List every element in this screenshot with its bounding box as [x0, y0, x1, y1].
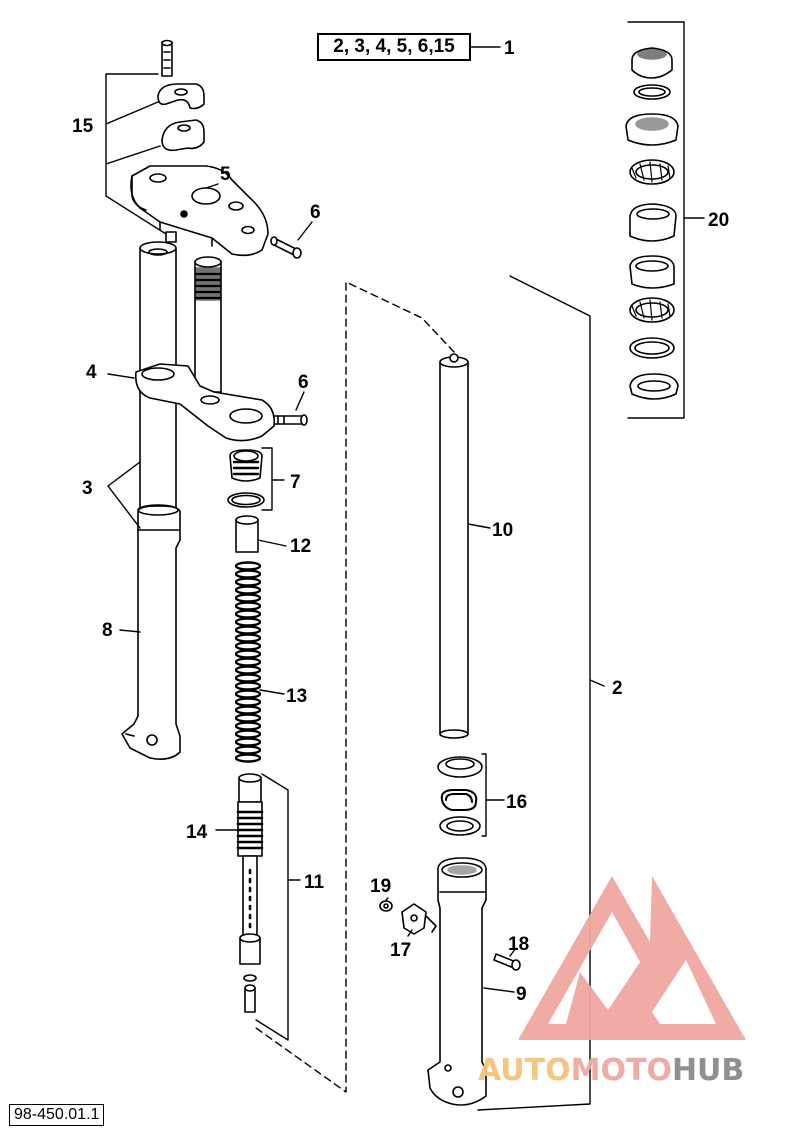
callout-14: 14: [186, 822, 208, 843]
callout-3: 3: [82, 478, 93, 499]
spring-coil: [234, 641, 262, 651]
callout-labels: 1 2 3 4 5 6 6 7 8 9 10 11 12 13 14 15 16…: [72, 38, 729, 1005]
fork-cap-o-ring: [227, 492, 265, 508]
inner-fork-tube: [439, 353, 469, 739]
leader-lines: [105, 21, 705, 1111]
callout-13: 13: [286, 686, 307, 707]
callout-6-upper: 6: [310, 202, 321, 223]
spring-coil: [234, 737, 262, 747]
spring-coil: [234, 753, 262, 763]
callout-16: 16: [506, 792, 527, 813]
assembly-dashed-line: [255, 281, 455, 1093]
spring-coil: [234, 665, 262, 675]
spring-coil: [234, 745, 262, 755]
spring-coil: [234, 673, 262, 683]
spacer-tube: [235, 515, 259, 553]
bleed-valve: [401, 903, 437, 935]
spring-coil: [234, 681, 262, 691]
clamp-bolt: [161, 39, 173, 77]
fork-seal-upper: [437, 756, 483, 778]
watermark-text-hub: HUB: [672, 1053, 744, 1088]
diagram-reference-number: 98-450.01.1: [9, 1104, 105, 1126]
spring-coil: [234, 633, 262, 643]
spring-coil: [234, 577, 262, 587]
spring-coil: [234, 721, 262, 731]
lower-triple-clamp: [134, 363, 276, 442]
steering-stem: [194, 256, 222, 393]
spring-coil: [234, 569, 262, 579]
callout-19: 19: [370, 876, 391, 897]
spring-coil: [234, 609, 262, 619]
callout-10: 10: [492, 520, 513, 541]
spring-coil: [234, 585, 262, 595]
fork-seal-lower: [439, 816, 481, 836]
lower-slider-left: [121, 504, 181, 760]
callout-7: 7: [290, 472, 301, 493]
spring-coil: [234, 689, 262, 699]
fork-cap: [229, 449, 263, 482]
upper-triple-clamp: [130, 165, 269, 257]
watermark-logo: AUTOMOTOHUB: [478, 876, 746, 1088]
spring-coil: [234, 601, 262, 611]
headset-bearing-set: [625, 47, 679, 400]
callout-4: 4: [86, 362, 97, 383]
spring-coil: [234, 729, 262, 739]
callout-15: 15: [72, 116, 94, 137]
pinch-bolt-lower: [271, 414, 308, 426]
spring-coil: [234, 593, 262, 603]
spring-coil: [234, 697, 262, 707]
spring-coil: [234, 617, 262, 627]
watermark-triangle: [518, 876, 746, 1040]
callout-11: 11: [304, 872, 325, 893]
svg-text:AUTOMOTOHUB: AUTOMOTOHUB: [478, 1053, 744, 1088]
spring-coil: [234, 561, 262, 571]
spring-coil: [234, 705, 262, 715]
watermark-text-auto: AUTO: [478, 1053, 571, 1088]
retaining-clip: [440, 789, 478, 811]
callout-8: 8: [102, 620, 113, 641]
callout-2: 2: [612, 678, 623, 699]
spring-coil: [234, 625, 262, 635]
callout-1: 1: [504, 38, 515, 59]
spring-coil: [234, 713, 262, 723]
pinch-bolt-upper: [270, 236, 302, 259]
callout-20: 20: [708, 210, 729, 231]
callout-18: 18: [508, 934, 529, 955]
kit-label-box: 2, 3, 4, 5, 6,15: [317, 33, 471, 61]
callout-12: 12: [290, 536, 311, 557]
watermark-text-moto: MOTO: [571, 1053, 672, 1088]
spring-coil: [234, 649, 262, 659]
damper-rod: [236, 773, 264, 1013]
callout-17: 17: [390, 940, 411, 961]
axle-pinch-bolt: [493, 953, 521, 971]
spring-coil: [234, 657, 262, 667]
clamp-upper: [157, 83, 205, 110]
axle-clamp-nut: [379, 900, 393, 912]
callout-9: 9: [516, 984, 527, 1005]
clamp-lower: [161, 119, 205, 152]
callout-6-lower: 6: [298, 372, 309, 393]
fork-top-nut: [165, 231, 177, 243]
callout-5: 5: [220, 164, 231, 185]
fork-spring: [234, 561, 262, 763]
lower-slider-right: [427, 857, 487, 1106]
